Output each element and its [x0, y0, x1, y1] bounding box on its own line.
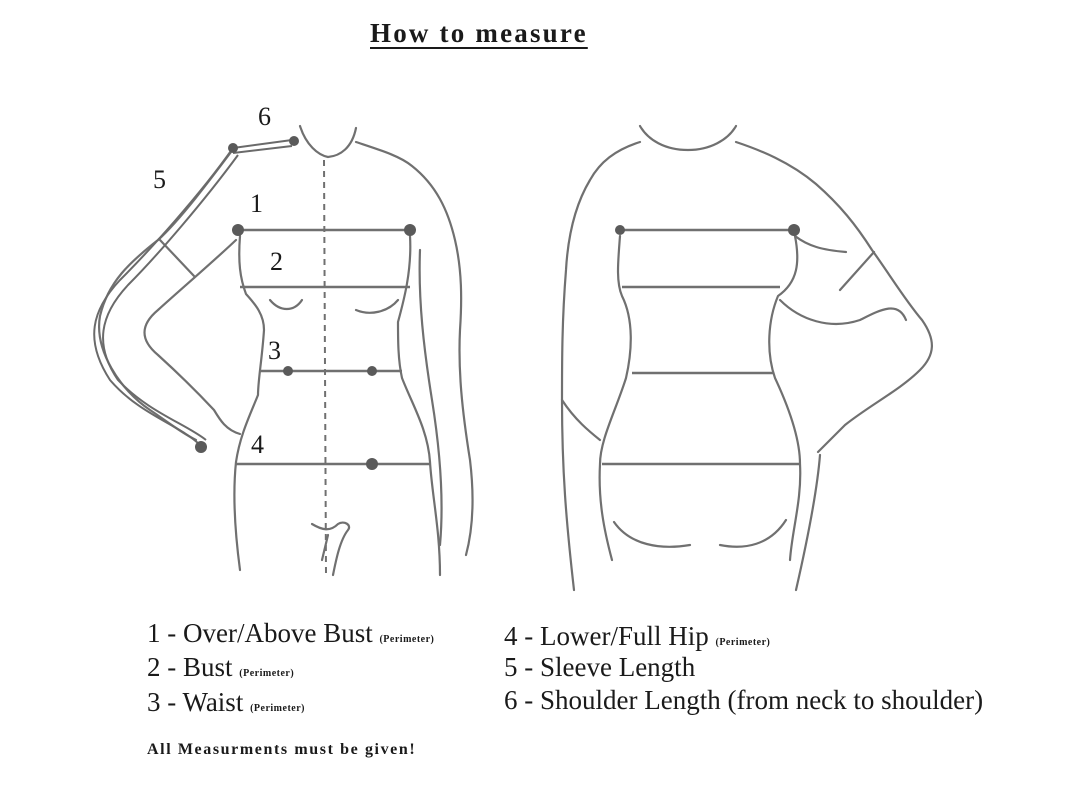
legend-item-6: 6 - Shoulder Length (from neck to should…	[504, 684, 983, 716]
shoulder-length-line	[232, 139, 293, 149]
marker-4: 4	[251, 430, 264, 459]
legend-note: (Perimeter)	[250, 703, 305, 714]
legend-note: (Perimeter)	[715, 637, 771, 648]
front-body-outline	[98, 124, 474, 577]
legend-item-5: 5 - Sleeve Length	[504, 651, 695, 683]
marker-3: 3	[268, 336, 281, 365]
legend-item-4: 4 - Lower/Full Hip (Perimeter)	[504, 620, 770, 659]
legend-item-2: 2 - Bust (Perimeter)	[147, 651, 294, 690]
back-body-outline	[560, 124, 933, 592]
page-title: How to measure	[370, 18, 588, 48]
legend-note: (Perimeter)	[379, 634, 435, 645]
legend-label: 6 - Shoulder Length	[504, 685, 721, 715]
marker-1: 1	[250, 189, 263, 218]
legend-note: (from neck to shoulder)	[727, 685, 984, 715]
marker-5: 5	[153, 165, 166, 194]
sleeve-length-line	[93, 147, 234, 446]
legend-label: 4 - Lower/Full Hip	[504, 621, 709, 651]
marker-2: 2	[270, 247, 283, 276]
legend-item-1: 1 - Over/Above Bust (Perimeter)	[147, 617, 434, 656]
center-line	[323, 159, 327, 576]
legend-item-3: 3 - Waist (Perimeter)	[147, 686, 305, 725]
legend-note: (Perimeter)	[239, 668, 295, 679]
footer-note: All Measurments must be given!	[147, 741, 417, 758]
legend-label: 1 - Over/Above Bust	[147, 618, 373, 648]
legend-label: 3 - Waist	[147, 687, 244, 717]
legend-label: 5 - Sleeve Length	[504, 652, 696, 682]
legend-label: 2 - Bust	[147, 652, 233, 682]
marker-6: 6	[258, 102, 271, 131]
